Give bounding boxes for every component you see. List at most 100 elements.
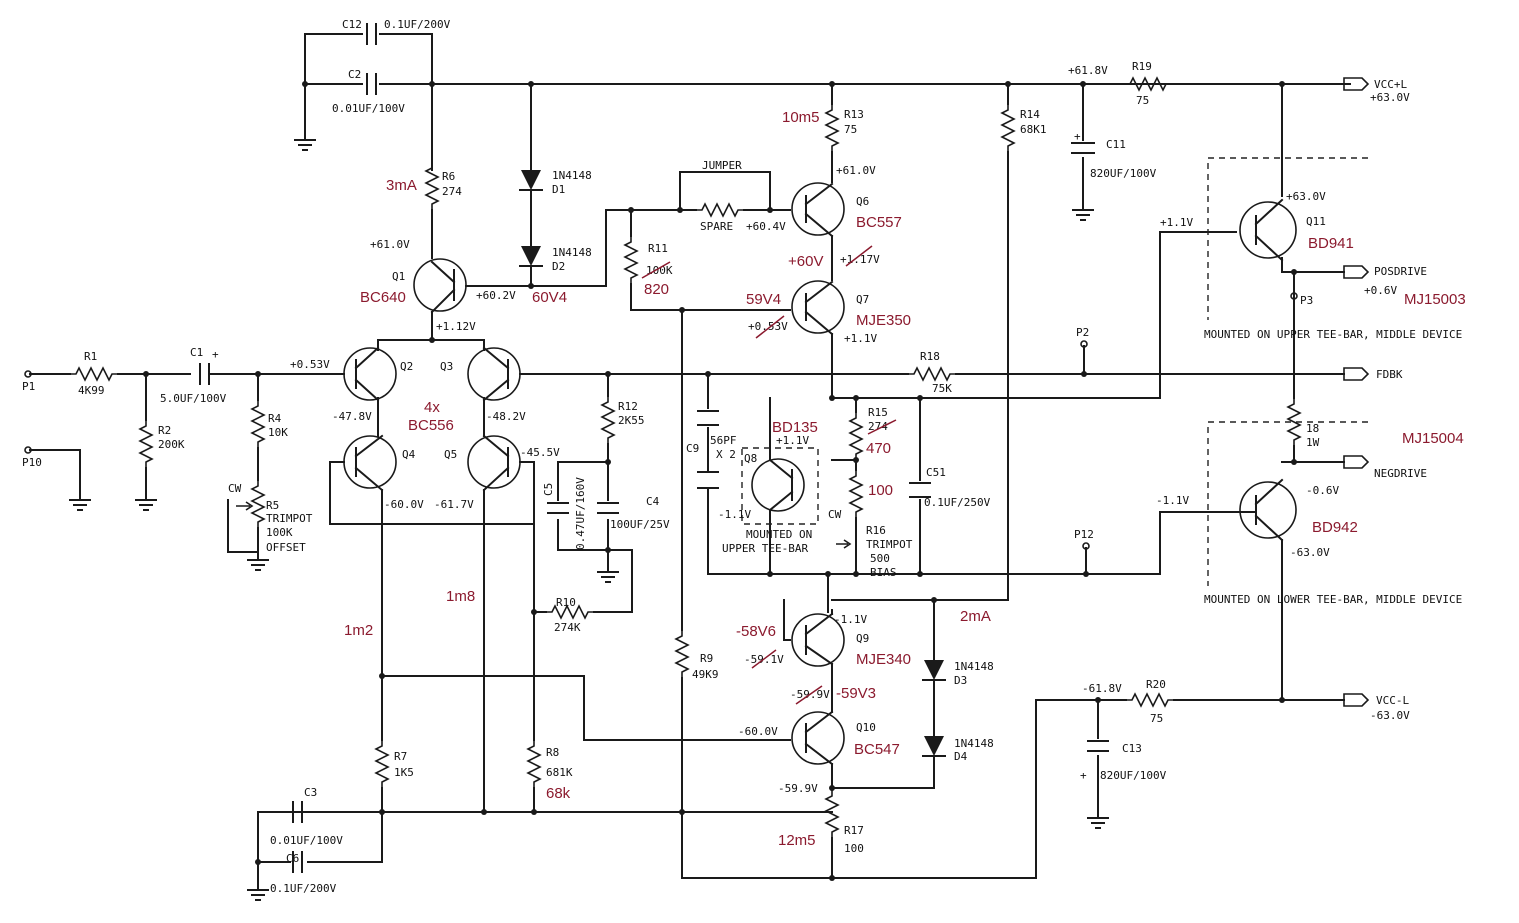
resistor-r14 xyxy=(1001,103,1015,153)
svg-text:0.01UF/100V: 0.01UF/100V xyxy=(332,102,405,115)
resistor-r17 xyxy=(825,789,839,839)
mounting-outlines xyxy=(741,157,1368,586)
svg-text:VCC+L: VCC+L xyxy=(1374,78,1407,91)
svg-text:100K: 100K xyxy=(266,526,293,539)
svg-text:P3: P3 xyxy=(1300,294,1313,307)
component-labels: C12 0.1UF/200V C2 0.01UF/100V R6 274 1N4… xyxy=(22,18,1462,895)
svg-text:CW: CW xyxy=(228,482,242,495)
svg-text:+: + xyxy=(1074,130,1081,143)
svg-text:+63.0V: +63.0V xyxy=(1286,190,1326,203)
svg-text:BD941: BD941 xyxy=(1308,235,1354,252)
svg-text:820: 820 xyxy=(644,281,669,298)
svg-text:POSDRIVE: POSDRIVE xyxy=(1374,265,1427,278)
svg-text:BC556: BC556 xyxy=(408,417,454,434)
svg-text:R5: R5 xyxy=(266,499,279,512)
svg-text:-60.0V: -60.0V xyxy=(384,498,424,511)
svg-text:274: 274 xyxy=(442,185,462,198)
svg-text:NEGDRIVE: NEGDRIVE xyxy=(1374,467,1427,480)
svg-text:P1: P1 xyxy=(22,380,35,393)
svg-text:X 2: X 2 xyxy=(716,448,736,461)
svg-text:FDBK: FDBK xyxy=(1376,368,1403,381)
svg-text:+63.0V: +63.0V xyxy=(1370,91,1410,104)
svg-text:MJE340: MJE340 xyxy=(856,651,911,668)
transistor-q7 xyxy=(791,280,845,336)
svg-text:0.1UF/200V: 0.1UF/200V xyxy=(384,18,451,31)
resistors xyxy=(69,77,1301,839)
svg-text:0.01UF/100V: 0.01UF/100V xyxy=(270,834,343,847)
svg-text:BD135: BD135 xyxy=(772,419,818,436)
svg-text:-58V6: -58V6 xyxy=(736,623,776,640)
svg-text:+60.2V: +60.2V xyxy=(476,289,516,302)
svg-text:C1: C1 xyxy=(190,346,203,359)
svg-text:820UF/100V: 820UF/100V xyxy=(1100,769,1167,782)
svg-text:75: 75 xyxy=(844,123,857,136)
svg-text:681K: 681K xyxy=(546,766,573,779)
svg-text:-63.0V: -63.0V xyxy=(1370,709,1410,722)
svg-text:R12: R12 xyxy=(618,400,638,413)
svg-text:+1.12V: +1.12V xyxy=(436,320,476,333)
diodes xyxy=(519,170,946,757)
svg-text:1W: 1W xyxy=(1306,436,1320,449)
svg-text:+60.4V: +60.4V xyxy=(746,220,786,233)
svg-text:+61.0V: +61.0V xyxy=(370,238,410,251)
svg-text:1K5: 1K5 xyxy=(394,766,414,779)
svg-text:R14: R14 xyxy=(1020,108,1040,121)
capacitors xyxy=(199,23,1109,873)
svg-text:R4: R4 xyxy=(268,412,282,425)
transistor-q11 xyxy=(1239,198,1297,262)
svg-text:-60.0V: -60.0V xyxy=(738,725,778,738)
svg-text:Q3: Q3 xyxy=(440,360,453,373)
svg-text:C9: C9 xyxy=(686,442,699,455)
svg-text:100K: 100K xyxy=(646,264,673,277)
svg-text:R19: R19 xyxy=(1132,60,1152,73)
resistor-r7 xyxy=(375,739,389,789)
svg-text:56PF: 56PF xyxy=(710,434,737,447)
svg-text:1N4148: 1N4148 xyxy=(552,246,592,259)
svg-text:R18: R18 xyxy=(920,350,940,363)
transistors xyxy=(343,182,1297,766)
svg-text:0.1UF/200V: 0.1UF/200V xyxy=(270,882,337,895)
svg-text:CW: CW xyxy=(828,508,842,521)
grounds xyxy=(69,139,1109,901)
svg-text:R9: R9 xyxy=(700,652,713,665)
svg-text:C3: C3 xyxy=(304,786,317,799)
annotations: 3mA BC640 60V4 10m5 BC557 +60V 820 59V4 … xyxy=(344,109,1466,849)
svg-text:1m8: 1m8 xyxy=(446,588,475,605)
svg-text:5.0UF/100V: 5.0UF/100V xyxy=(160,392,227,405)
svg-text:4x: 4x xyxy=(424,399,440,416)
resistor-r2 xyxy=(139,419,153,469)
svg-text:JUMPER: JUMPER xyxy=(702,159,742,172)
svg-text:49K9: 49K9 xyxy=(692,668,719,681)
svg-text:200K: 200K xyxy=(158,438,185,451)
svg-text:3mA: 3mA xyxy=(386,177,417,194)
svg-text:R8: R8 xyxy=(546,746,559,759)
svg-text:-61.7V: -61.7V xyxy=(434,498,474,511)
svg-text:Q8: Q8 xyxy=(744,452,757,465)
svg-text:R2: R2 xyxy=(158,424,171,437)
svg-text:+1.1V: +1.1V xyxy=(1160,216,1193,229)
transistor-q4 xyxy=(343,434,397,492)
svg-text:TRIMPOT: TRIMPOT xyxy=(866,538,913,551)
resistor-r13 xyxy=(825,103,839,153)
svg-text:C51: C51 xyxy=(926,466,946,479)
svg-text:-1.1V: -1.1V xyxy=(1156,494,1189,507)
svg-text:59V4: 59V4 xyxy=(746,291,781,308)
svg-text:Q4: Q4 xyxy=(402,448,416,461)
svg-text:500: 500 xyxy=(870,552,890,565)
svg-text:1N4148: 1N4148 xyxy=(954,660,994,673)
resistor-r12 xyxy=(601,395,615,445)
svg-text:SPARE: SPARE xyxy=(700,220,733,233)
svg-text:BC557: BC557 xyxy=(856,214,902,231)
svg-text:+: + xyxy=(1080,769,1087,782)
svg-text:100: 100 xyxy=(844,842,864,855)
svg-text:C4: C4 xyxy=(646,495,660,508)
svg-text:2mA: 2mA xyxy=(960,608,991,625)
svg-text:TRIMPOT: TRIMPOT xyxy=(266,512,313,525)
svg-text:D4: D4 xyxy=(954,750,968,763)
svg-text:P12: P12 xyxy=(1074,528,1094,541)
svg-text:68k: 68k xyxy=(546,785,571,802)
svg-text:470: 470 xyxy=(866,440,891,457)
transistor-q3 xyxy=(467,346,521,402)
svg-text:P10: P10 xyxy=(22,456,42,469)
svg-text:Q6: Q6 xyxy=(856,195,869,208)
